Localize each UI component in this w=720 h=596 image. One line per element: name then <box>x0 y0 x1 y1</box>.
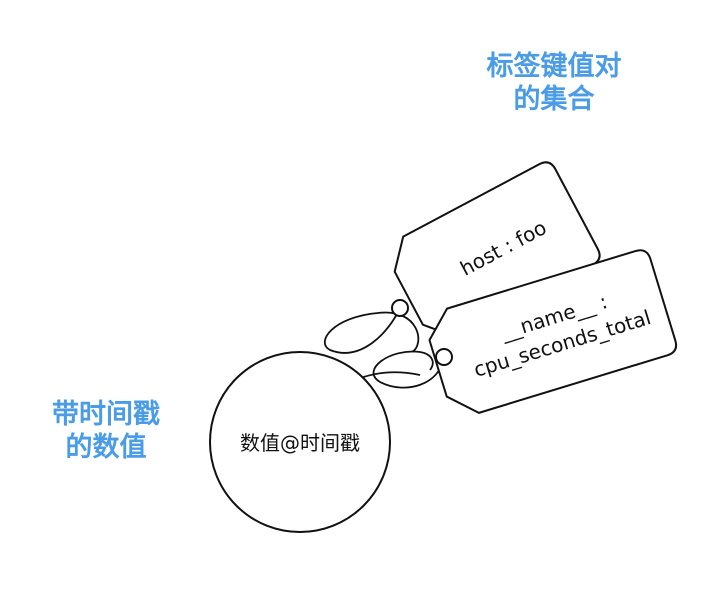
timestamped-value-caption-line1: 带时间戳 <box>52 399 160 430</box>
tag-name-shape <box>428 249 678 414</box>
tag-host-hole <box>391 299 409 317</box>
labels-set-caption-line1: 标签键值对 <box>486 51 622 82</box>
timestamped-value-caption: 带时间戳 的数值 <box>26 398 186 464</box>
tag-host: host : foo <box>393 161 601 339</box>
sample-circle <box>209 351 391 533</box>
tag-string-host <box>324 307 420 354</box>
tag-string-name <box>372 350 445 389</box>
labels-set-caption: 标签键值对 的集合 <box>462 50 646 116</box>
tag-name-hole <box>435 348 453 366</box>
timestamped-value-caption-line2: 的数值 <box>65 432 147 463</box>
sample-label: 数值@时间戳 <box>240 431 360 455</box>
labels-set-caption-line2: 的集合 <box>513 84 595 115</box>
tag-name: __name__ : cpu_seconds_total <box>428 249 678 414</box>
